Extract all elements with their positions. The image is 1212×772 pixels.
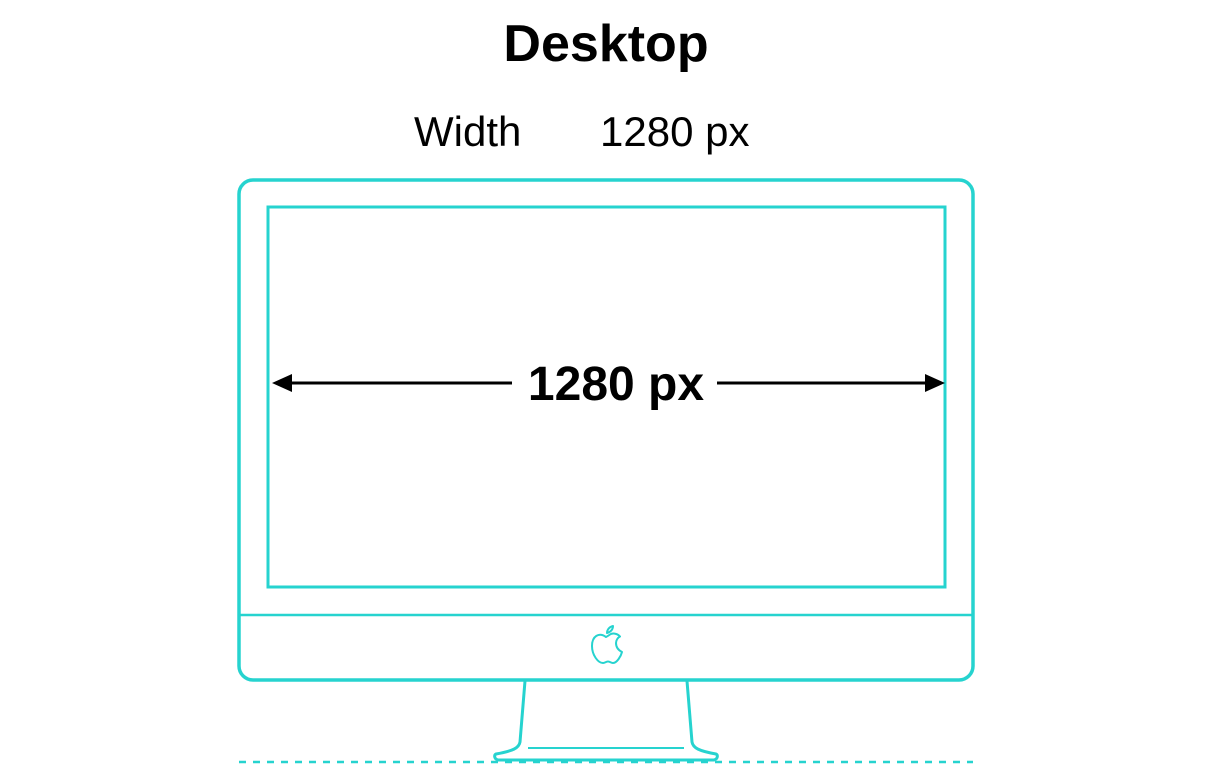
- width-label: Width: [414, 108, 522, 155]
- width-spec-row: Width 1280 px: [0, 106, 1212, 158]
- monitor-screen: [266, 205, 947, 589]
- monitor-bezel: [237, 178, 975, 682]
- monitor-stand: [493, 680, 719, 762]
- apple-logo-icon: [591, 625, 623, 664]
- width-arrow: [272, 374, 945, 392]
- arrow-right-icon: [925, 374, 945, 392]
- page-title: Desktop: [503, 15, 709, 73]
- arrow-left-icon: [272, 374, 292, 392]
- width-value: 1280 px: [600, 108, 750, 155]
